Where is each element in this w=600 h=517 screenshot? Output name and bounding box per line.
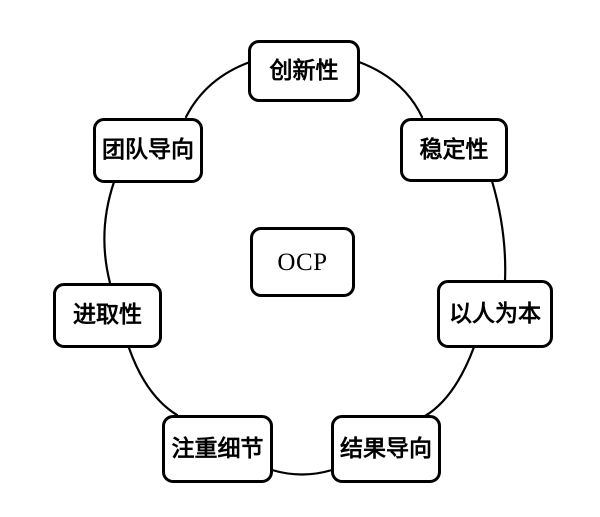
node-team-oriented-label: 团队导向 <box>102 137 194 163</box>
arc-aggressive-team <box>103 180 116 285</box>
node-center-ocp-label: OCP <box>277 248 328 276</box>
node-aggressiveness[interactable]: 进取性 <box>53 283 162 348</box>
node-people-oriented-label: 以人为本 <box>449 300 541 327</box>
node-attention-to-detail[interactable]: 注重细节 <box>162 415 273 483</box>
node-results-oriented[interactable]: 结果导向 <box>331 415 441 483</box>
node-attention-to-detail-label: 注重细节 <box>171 435 264 462</box>
node-center-ocp[interactable]: OCP <box>250 227 355 297</box>
node-innovation-label: 创新性 <box>269 57 339 84</box>
node-stability[interactable]: 稳定性 <box>400 118 508 182</box>
arc-team-innovation <box>184 60 252 119</box>
arc-detail-aggressive <box>127 346 179 417</box>
arc-results-detail <box>270 468 334 476</box>
node-team-oriented[interactable]: 团队导向 <box>93 118 203 183</box>
node-innovation[interactable]: 创新性 <box>248 40 360 102</box>
node-people-oriented[interactable]: 以人为本 <box>437 280 553 348</box>
arc-people-results <box>423 345 476 418</box>
node-results-oriented-label: 结果导向 <box>340 435 432 462</box>
arc-innovation-stability <box>357 60 424 119</box>
arc-stability-people <box>490 179 507 283</box>
node-stability-label: 稳定性 <box>419 136 489 163</box>
node-aggressiveness-label: 进取性 <box>73 302 142 328</box>
